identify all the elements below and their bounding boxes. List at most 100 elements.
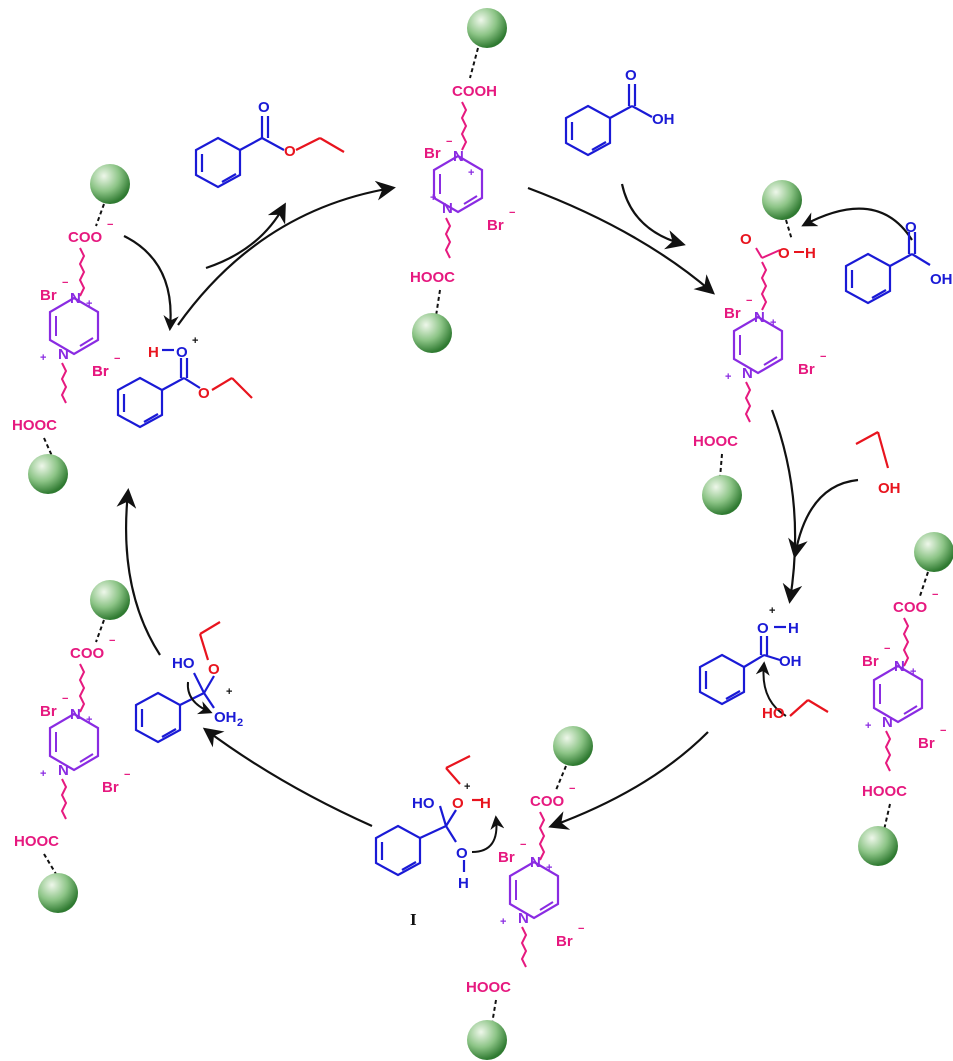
catalyst-right-activated: O O H Br − N + N + Br − HOOC: [693, 180, 826, 515]
svg-text:Br: Br: [424, 145, 441, 162]
svg-text:N: N: [70, 706, 81, 723]
svg-text:O: O: [452, 795, 464, 812]
svg-text:COO: COO: [70, 645, 105, 662]
svg-text:−: −: [114, 353, 120, 365]
svg-text:Br: Br: [918, 735, 935, 752]
svg-text:+: +: [468, 167, 474, 179]
svg-text:+: +: [464, 781, 470, 793]
svg-text:N: N: [453, 148, 464, 165]
arrow-acid-in: [620, 183, 686, 250]
svg-text:+: +: [770, 317, 776, 329]
tetrahedral-intermediate-I: [374, 755, 482, 877]
arrow-release-ester: [205, 202, 286, 270]
svg-text:Br: Br: [40, 287, 57, 304]
svg-text:OH: OH: [652, 111, 675, 128]
benzoic-acid-top: [564, 84, 653, 157]
svg-text:COOH: COOH: [452, 83, 497, 100]
svg-text:COO: COO: [530, 793, 565, 810]
svg-text:+: +: [546, 862, 552, 874]
svg-text:+: +: [500, 916, 506, 928]
svg-text:−: −: [884, 643, 890, 655]
svg-text:N: N: [882, 714, 893, 731]
catalyst-left-top: COO − Br − N + N + Br − HOOC: [12, 164, 130, 494]
svg-text:N: N: [742, 365, 753, 382]
svg-text:O: O: [208, 661, 220, 678]
svg-text:O: O: [258, 99, 270, 116]
svg-text:+: +: [86, 298, 92, 310]
svg-text:−: −: [509, 207, 515, 219]
svg-text:−: −: [520, 839, 526, 851]
svg-text:HO: HO: [172, 655, 195, 672]
svg-text:O: O: [198, 385, 210, 402]
oxonium-water-intermediate: [134, 621, 221, 744]
svg-text:O: O: [625, 67, 637, 84]
svg-text:Br: Br: [40, 703, 57, 720]
svg-text:HOOC: HOOC: [466, 979, 511, 996]
svg-text:N: N: [58, 346, 69, 363]
svg-text:Br: Br: [724, 305, 741, 322]
arrow-bottom-right-to-bottom: [548, 731, 709, 830]
svg-text:HOOC: HOOC: [12, 417, 57, 434]
svg-text:O: O: [456, 845, 468, 862]
svg-text:H: H: [788, 620, 799, 637]
svg-text:+: +: [865, 720, 871, 732]
svg-text:HOOC: HOOC: [862, 783, 907, 800]
svg-text:H: H: [458, 875, 469, 892]
svg-text:+: +: [40, 352, 46, 364]
svg-text:Br: Br: [556, 933, 573, 950]
svg-text:Br: Br: [92, 363, 109, 380]
svg-text:−: −: [124, 769, 130, 781]
svg-text:N: N: [530, 854, 541, 871]
svg-text:N: N: [894, 658, 905, 675]
svg-text:−: −: [62, 693, 68, 705]
svg-text:+: +: [192, 335, 198, 347]
svg-text:−: −: [446, 136, 452, 148]
svg-text:HOOC: HOOC: [693, 433, 738, 450]
svg-text:OH: OH: [214, 709, 237, 726]
svg-text:−: −: [109, 635, 115, 647]
svg-text:+: +: [430, 192, 436, 204]
svg-text:N: N: [70, 290, 81, 307]
svg-text:H: H: [480, 795, 491, 812]
svg-text:N: N: [442, 200, 453, 217]
svg-text:−: −: [569, 783, 575, 795]
svg-text:+: +: [769, 605, 775, 617]
svg-text:+: +: [725, 371, 731, 383]
svg-text:−: −: [932, 589, 938, 601]
catalyst-bottom: COO − Br − N + N + Br − HOOC: [466, 726, 593, 1060]
svg-text:O: O: [284, 143, 296, 160]
svg-text:+: +: [86, 714, 92, 726]
svg-text:+: +: [40, 768, 46, 780]
svg-text:O: O: [905, 219, 917, 236]
svg-text:Br: Br: [498, 849, 515, 866]
svg-text:O: O: [176, 344, 188, 361]
svg-text:H: H: [805, 245, 816, 262]
ethyl-benzoate: [194, 116, 345, 189]
ethanol-right: [855, 431, 890, 469]
svg-text:H: H: [148, 344, 159, 361]
svg-text:HO: HO: [762, 705, 785, 722]
arrow-right-down: [770, 409, 803, 604]
svg-text:Br: Br: [798, 361, 815, 378]
ethanol-attacking: [789, 699, 829, 717]
svg-text:−: −: [940, 725, 946, 737]
svg-text:N: N: [518, 910, 529, 927]
svg-text:O: O: [740, 231, 752, 248]
svg-text:+: +: [910, 666, 916, 678]
svg-text:COO: COO: [893, 599, 928, 616]
svg-text:Br: Br: [92, 363, 109, 380]
arrow-ethanol-in: [788, 478, 859, 559]
svg-text:Br: Br: [487, 217, 504, 234]
svg-text:Br: Br: [102, 779, 119, 796]
svg-text:−: −: [746, 295, 752, 307]
arrow-bottom-to-left: [202, 727, 373, 828]
arrow-top-to-right: [527, 186, 716, 295]
svg-text:OH: OH: [779, 653, 802, 670]
catalyst-top: COOH Br − N + N + Br − HOOC: [410, 8, 515, 353]
svg-text:N: N: [58, 762, 69, 779]
svg-text:OH: OH: [878, 480, 901, 497]
protonated-ethyl-benzoate: [116, 348, 253, 429]
svg-text:OH: OH: [930, 271, 953, 288]
svg-text:+: +: [226, 686, 232, 698]
